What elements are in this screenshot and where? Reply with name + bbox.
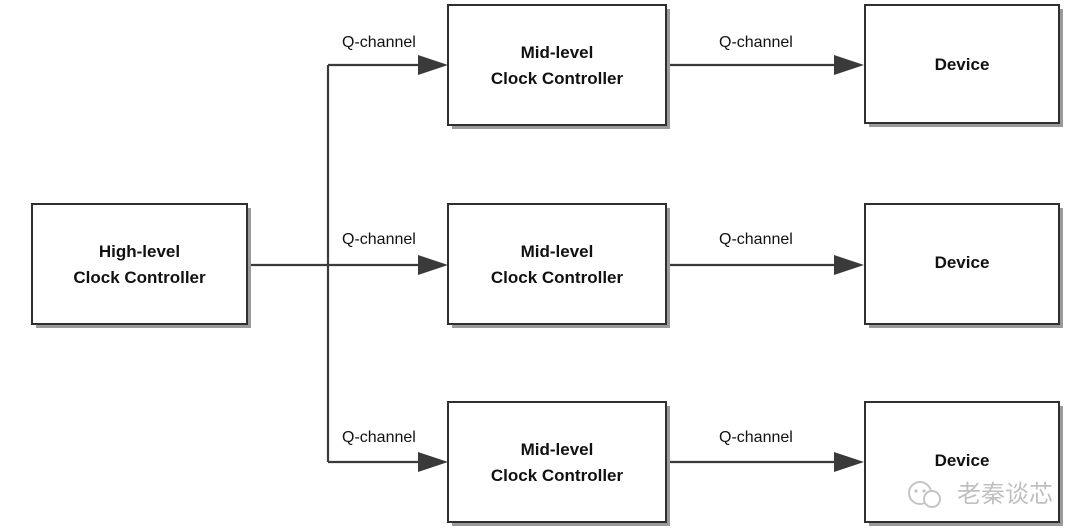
watermark-text: 老秦谈芯 [957,480,1053,508]
arrowhead-mid-device-1 [834,55,864,75]
node-high-level-controller: High-level Clock Controller [31,203,251,328]
node-high-level-box [31,203,248,325]
node-mid-level-controller-1: Mid-level Clock Controller [447,4,670,129]
connections [247,55,864,472]
arrowhead-mid-device-3 [834,452,864,472]
node-device-1-box [864,4,1060,124]
node-mid-level-3-line2: Clock Controller [491,466,624,485]
node-device-1: Device [864,4,1063,127]
edge-label-mid-device-2: Q-channel [719,231,793,248]
node-mid-level-2-box [447,203,667,325]
edge-label-high-mid-3: Q-channel [342,429,416,446]
node-device-1-label: Device [935,55,990,74]
node-mid-level-controller-2: Mid-level Clock Controller [447,203,670,328]
node-device-3-label: Device [935,451,990,470]
node-high-level-line2: Clock Controller [73,268,206,287]
node-device-3: Device [864,401,1063,526]
node-device-2: Device [864,203,1063,328]
arrowhead-high-mid-2 [418,255,448,275]
node-mid-level-2-line1: Mid-level [521,242,594,261]
node-mid-level-1-line1: Mid-level [521,43,594,62]
node-high-level-line1: High-level [99,242,180,261]
wechat-icon [908,481,941,508]
node-device-2-box [864,203,1060,325]
arrowhead-high-mid-3 [418,452,448,472]
edge-label-mid-device-1: Q-channel [719,34,793,51]
edge-label-mid-device-3: Q-channel [719,429,793,446]
watermark: 老秦谈芯 [908,480,1053,508]
node-mid-level-2-line2: Clock Controller [491,268,624,287]
arrowhead-high-mid-1 [418,55,448,75]
node-mid-level-controller-3: Mid-level Clock Controller [447,401,670,526]
node-device-2-label: Device [935,253,990,272]
edge-label-high-mid-2: Q-channel [342,231,416,248]
node-mid-level-3-box [447,401,667,523]
edge-labels: Q-channel Q-channel Q-channel Q-channel … [342,34,793,446]
node-device-3-box [864,401,1060,523]
node-mid-level-1-box [447,4,667,126]
node-mid-level-1-line2: Clock Controller [491,69,624,88]
arrowhead-mid-device-2 [834,255,864,275]
node-mid-level-3-line1: Mid-level [521,440,594,459]
edge-label-high-mid-1: Q-channel [342,34,416,51]
